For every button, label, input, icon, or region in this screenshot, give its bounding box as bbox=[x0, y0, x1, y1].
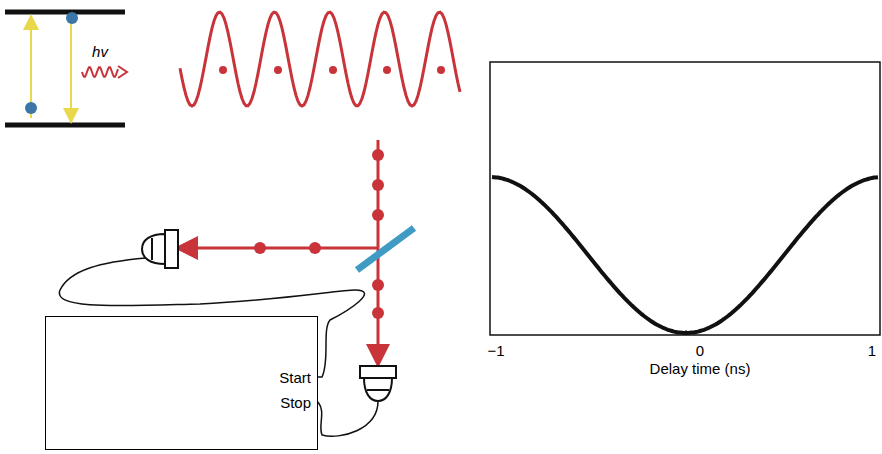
detector-bottom bbox=[360, 366, 396, 401]
tick-label: 0 bbox=[696, 342, 704, 359]
reflected-beam bbox=[186, 247, 378, 250]
tick-label: −1 bbox=[487, 342, 504, 359]
correlation-curve bbox=[492, 177, 878, 333]
stop-wire bbox=[318, 401, 378, 436]
electron bbox=[66, 12, 78, 24]
lower-level bbox=[5, 123, 125, 128]
photon-energy: hv bbox=[92, 43, 108, 60]
axis-title: Delay time (ns) bbox=[650, 360, 751, 377]
photon-dots bbox=[219, 66, 445, 74]
light-wave bbox=[180, 12, 460, 106]
plot-frame bbox=[490, 62, 880, 335]
tick bbox=[686, 330, 687, 335]
beam-splitter bbox=[357, 228, 414, 270]
port-label: Stop bbox=[280, 394, 311, 411]
tick-label: 1 bbox=[868, 342, 876, 359]
emission-arrow bbox=[70, 20, 72, 116]
photon-wave bbox=[82, 67, 118, 77]
start-wire bbox=[59, 258, 364, 377]
electron bbox=[25, 102, 37, 114]
port-label: Start bbox=[279, 369, 311, 386]
detector-left bbox=[142, 230, 178, 268]
counter-box: StartStop bbox=[45, 316, 318, 450]
upper-level bbox=[5, 10, 125, 15]
photon-arrowhead bbox=[118, 66, 127, 78]
transmitted-beam bbox=[377, 248, 380, 356]
